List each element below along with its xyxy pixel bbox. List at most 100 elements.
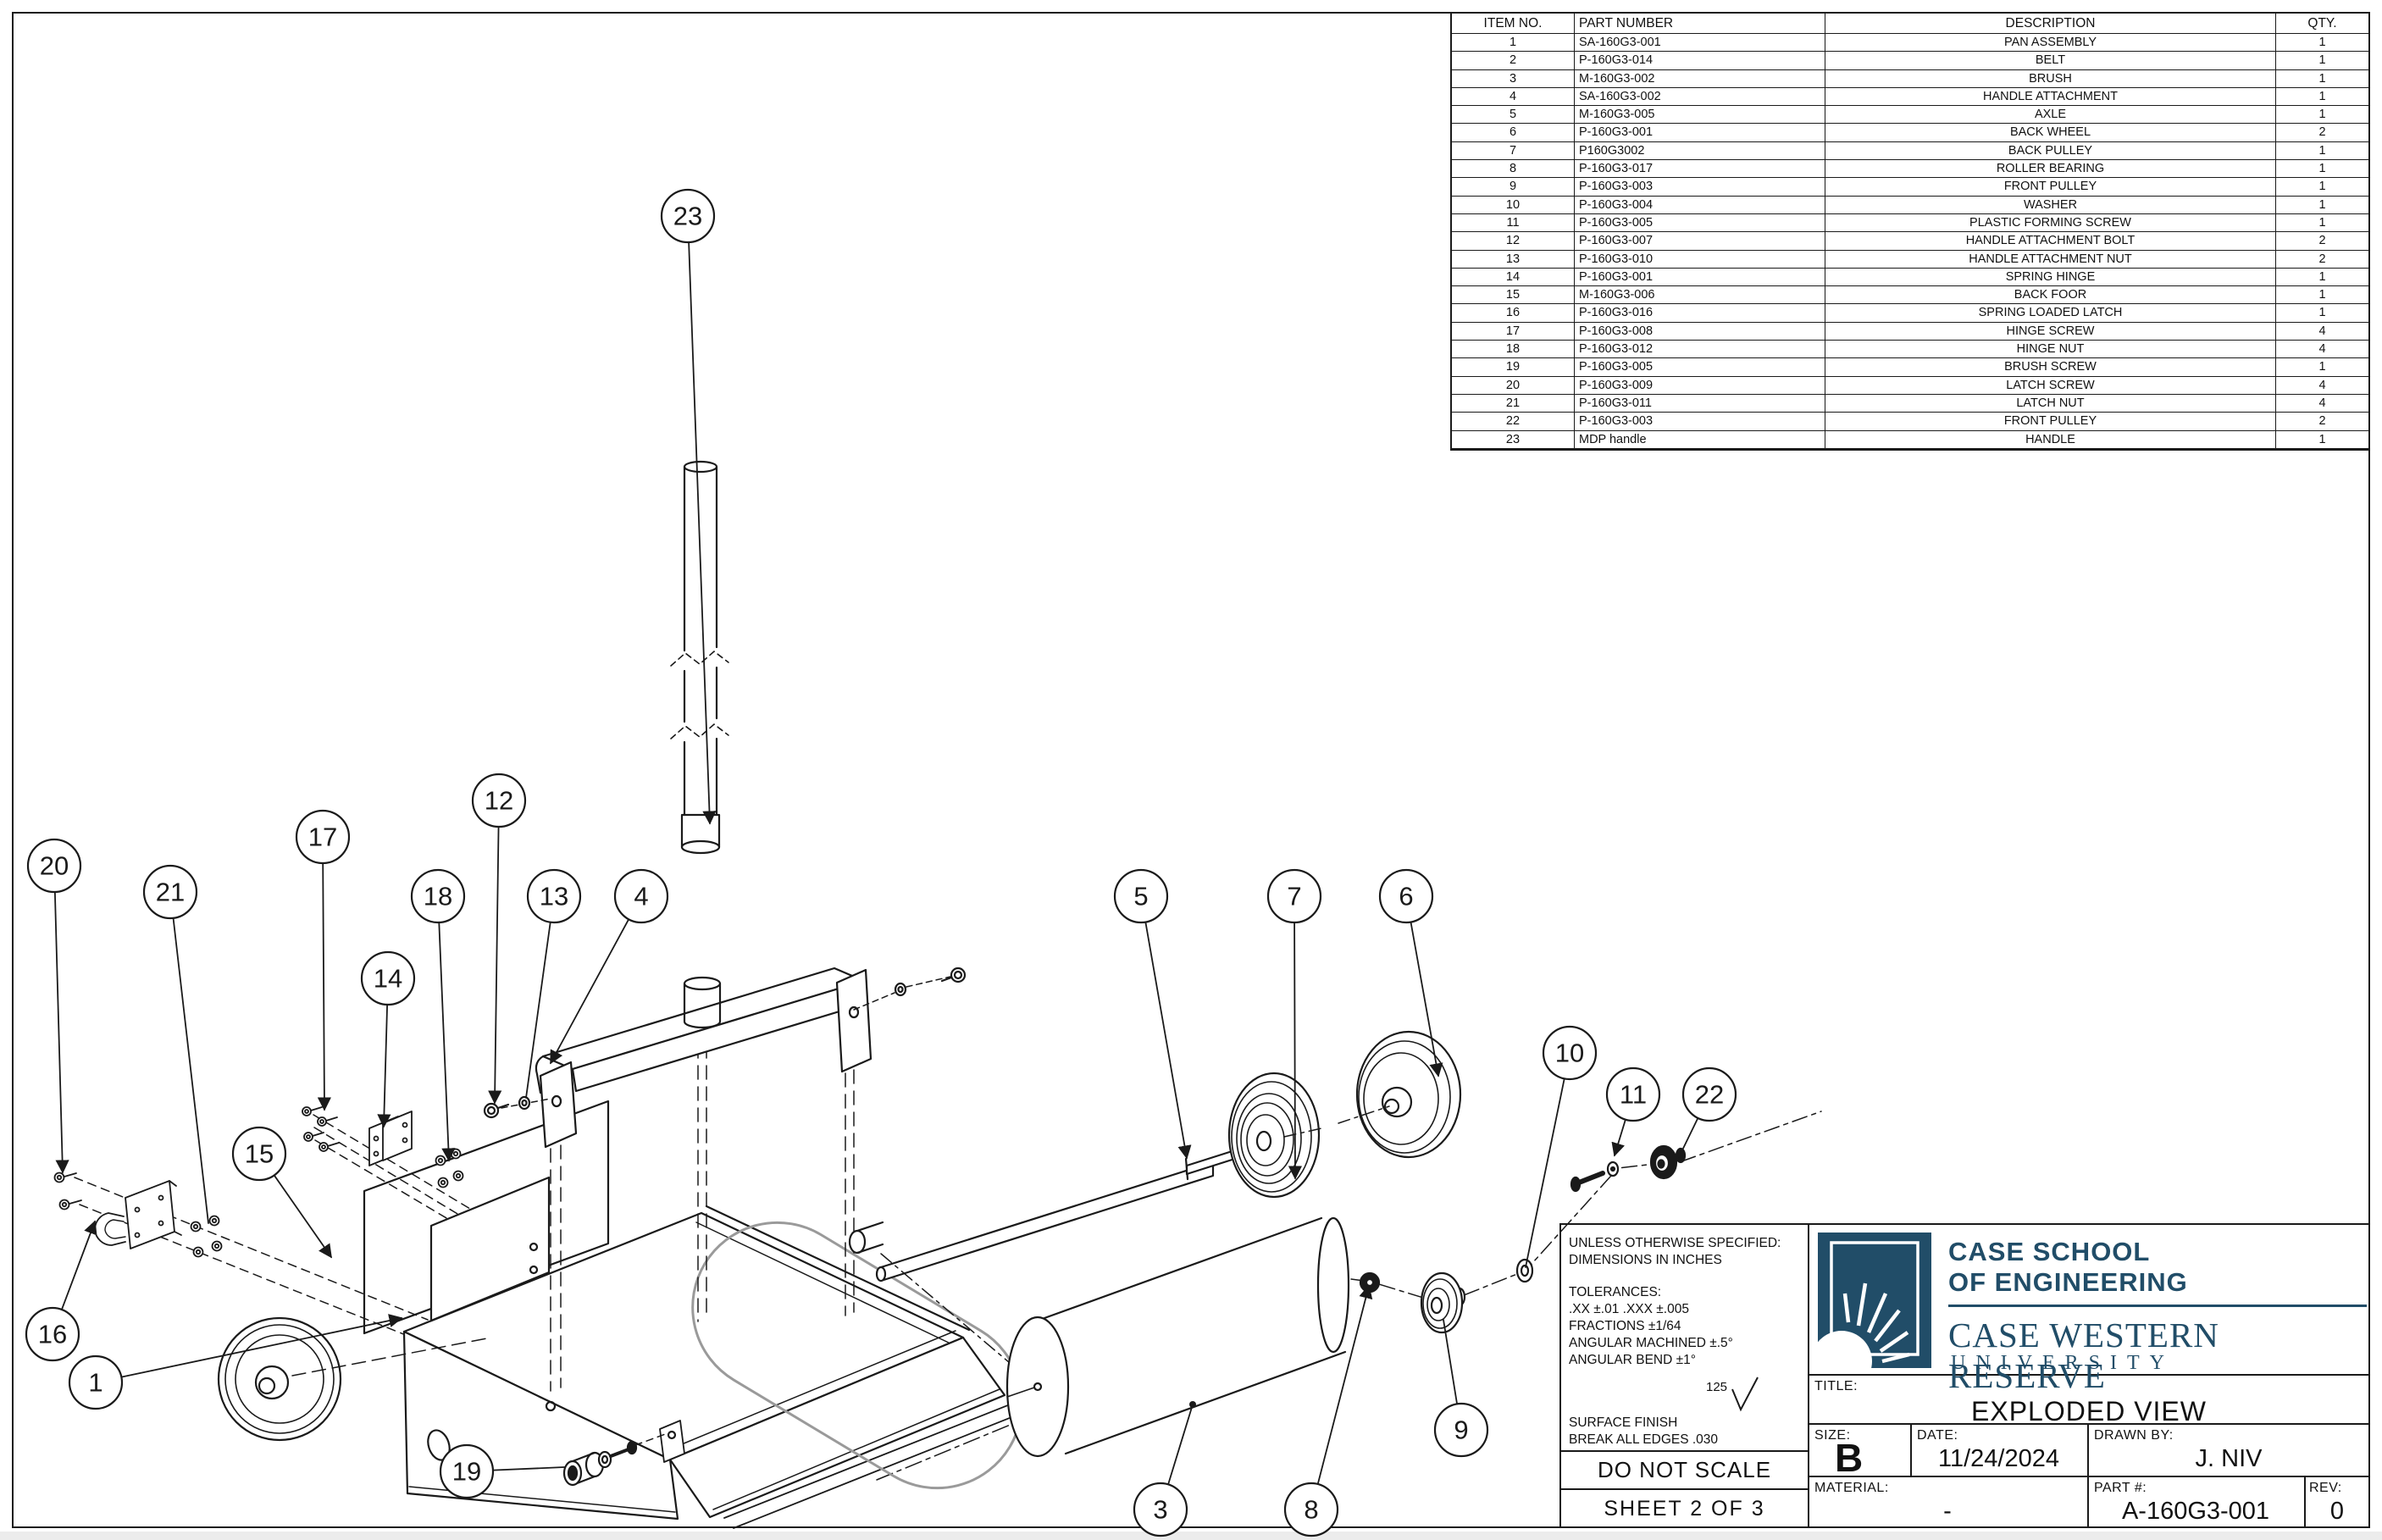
bom-cell: 8: [1452, 160, 1575, 179]
part-handle-attachment: [483, 967, 967, 1392]
bom-cell: 7: [1452, 141, 1575, 161]
leader-line-19: [492, 1466, 565, 1471]
balloon-number: 13: [540, 882, 568, 911]
part-front-pulley: [1420, 1271, 1466, 1334]
bom-cell: HINGE SCREW: [1825, 322, 2276, 341]
bom-cell: 2: [2276, 251, 2368, 269]
leader-line-1: [120, 1314, 403, 1378]
balloon-16: [25, 1306, 80, 1362]
bom-cell: P-160G3-001: [1575, 124, 1825, 142]
balloon-number: 3: [1153, 1495, 1167, 1525]
part-back-wheel: [1338, 1030, 1462, 1159]
part-number-value: A-160G3-001: [2121, 1498, 2270, 1525]
attachment-bolt-12: [483, 1102, 510, 1119]
sheet-edge: [0, 1532, 2382, 1540]
general-notes: UNLESS OTHERWISE SPECIFIED: DIMENSIONS I…: [1569, 1235, 1803, 1449]
bom-cell: P-160G3-003: [1575, 413, 1825, 431]
note-line: .XX ±.01 .XXX ±.005: [1569, 1302, 1689, 1316]
bom-header: ITEM NO.: [1452, 14, 1575, 34]
leader-line-12: [488, 826, 502, 1105]
balloon-14: [360, 950, 416, 1006]
balloon-20: [26, 838, 82, 894]
bom-cell: 1: [2276, 286, 2368, 305]
drawn-by-label: DRAWN BY:: [2094, 1428, 2174, 1443]
leader-line-14: [377, 1004, 391, 1128]
balloon-number: 22: [1695, 1080, 1724, 1110]
bom-cell: 4: [2276, 323, 2368, 341]
drawing-title: EXPLODED VIEW: [1971, 1396, 2207, 1426]
balloon-5: [1113, 868, 1169, 924]
bom-cell: 3: [1452, 69, 1575, 88]
bom-cell: SPRING LOADED LATCH: [1825, 304, 2276, 323]
balloon-15: [231, 1126, 287, 1182]
bom-cell: 23: [1452, 430, 1575, 449]
bom-cell: P-160G3-016: [1575, 304, 1825, 323]
bom-cell: 1: [2276, 106, 2368, 125]
leader-line-13: [525, 921, 551, 1099]
leader-line-23: [688, 241, 717, 825]
balloon-number: 14: [374, 964, 402, 994]
bom-cell: M-160G3-005: [1575, 106, 1825, 125]
bom-cell: HANDLE ATTACHMENT NUT: [1825, 250, 2276, 269]
latch-hook: [94, 1212, 126, 1246]
bom-cell: 2: [2276, 413, 2368, 431]
leader-line-15: [273, 1174, 332, 1259]
bom-cell: WASHER: [1825, 196, 2276, 214]
bom-cell: 11: [1452, 213, 1575, 233]
bom-cell: 1: [2276, 142, 2368, 161]
bom-cell: 16: [1452, 304, 1575, 323]
latch-screws-20: [53, 1172, 82, 1210]
leader-line-4: [550, 918, 630, 1065]
logo-university-word: UNIVERSITY: [1951, 1352, 2174, 1374]
bom-cell: 1: [2276, 178, 2368, 197]
part-back-wheel-left: [217, 1316, 488, 1442]
pan-front-apron: [668, 1336, 1006, 1519]
hinge-screws-17: [302, 1106, 340, 1152]
bom-cell: 22: [1452, 413, 1575, 431]
bom-cell: 1: [2276, 160, 2368, 179]
bom-cell: 1: [2276, 304, 2368, 323]
sheet-number: SHEET 2 OF 3: [1604, 1497, 1765, 1521]
drawn-by-value: J. NIV: [2195, 1445, 2263, 1472]
bom-cell: 1: [2276, 214, 2368, 233]
size-label: SIZE:: [1814, 1428, 1851, 1443]
balloon-23: [660, 188, 716, 244]
balloon-number: 1: [88, 1368, 102, 1398]
bom-header: DESCRIPTION: [1825, 14, 2276, 34]
balloon-number: 11: [1620, 1080, 1647, 1110]
bom-cell: 6: [1452, 124, 1575, 142]
leader-line-11: [1611, 1118, 1626, 1157]
balloon-21: [142, 864, 198, 920]
balloon-12: [471, 773, 527, 828]
part-axle: [875, 1131, 1310, 1282]
balloon-3: [1133, 1482, 1188, 1537]
bom-cell: SA-160G3-001: [1575, 34, 1825, 53]
logo-rule: [1948, 1305, 2367, 1307]
balloon-number: 20: [40, 851, 69, 881]
bom-cell: BACK WHEEL: [1825, 124, 2276, 142]
note-line: FRACTIONS ±1/64: [1569, 1319, 1681, 1333]
leader-line-22: [1678, 1116, 1699, 1158]
leader-line-8: [1316, 1284, 1373, 1485]
bom-cell: 18: [1452, 341, 1575, 359]
balloon-4: [613, 868, 669, 924]
leader-line-5: [1144, 921, 1192, 1160]
title-label: TITLE:: [1814, 1379, 1859, 1393]
leader-line-16: [61, 1220, 97, 1310]
university-logo: [1818, 1233, 1931, 1368]
bom-cell: FRONT PULLEY: [1825, 178, 2276, 197]
bom-cell: 1: [1452, 34, 1575, 53]
part-latch-group: [53, 1172, 432, 1346]
bom-cell: PAN ASSEMBLY: [1825, 34, 2276, 53]
leader-line-20: [53, 891, 69, 1174]
bom-cell: M-160G3-002: [1575, 69, 1825, 88]
bom-cell: 1: [2276, 52, 2368, 70]
bom-cell: P-160G3-009: [1575, 376, 1825, 395]
bom-cell: 5: [1452, 106, 1575, 125]
note-line: ANGULAR MACHINED ±.5°: [1569, 1336, 1733, 1350]
bom-cell: P-160G3-007: [1575, 232, 1825, 251]
part-brush: [848, 1216, 1350, 1458]
